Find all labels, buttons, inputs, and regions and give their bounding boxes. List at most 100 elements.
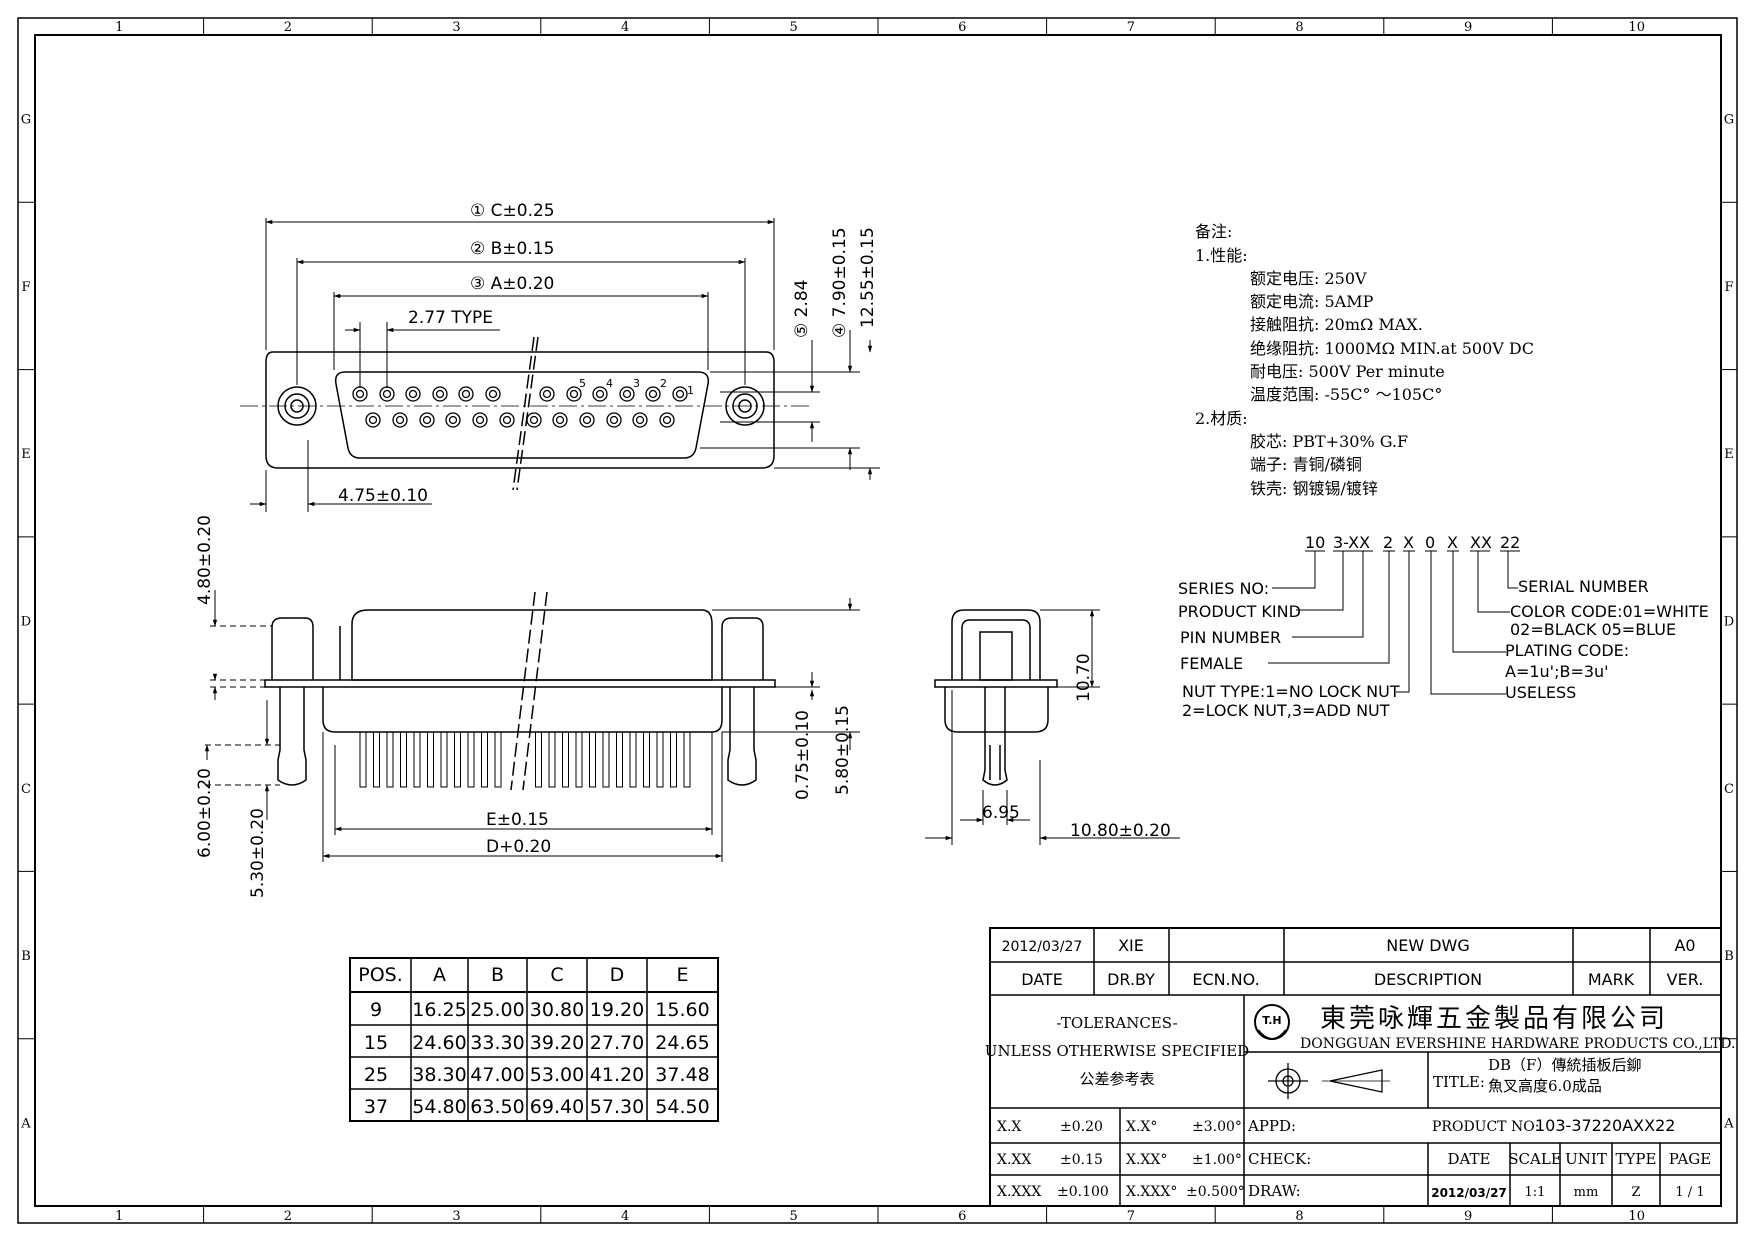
grid-row-label: E [21,447,31,462]
info-date-value: 2012/03/27 [1431,1186,1507,1200]
code-label-pin: PIN NUMBER [1180,628,1281,647]
table-header-cell: A [433,964,446,986]
dim-e-label: E±0.15 [486,810,549,830]
grid-column-label: 7 [1127,20,1135,35]
info-unit-value: mm [1574,1185,1599,1200]
dim-1080-label: 10.80±0.20 [1070,821,1171,841]
code-seg-female: 2 [1383,533,1393,552]
pin-socket-core [475,415,485,425]
pin-tail [481,731,488,788]
pin-socket [419,412,435,428]
grid-column-label: 8 [1295,1209,1303,1224]
code-seg-useless: 0 [1425,533,1435,552]
pin-socket [526,412,542,428]
notes-title: 备注: [1195,222,1232,241]
pin-socket [485,386,501,402]
pin-socket [365,412,381,428]
dim-a-label: ③ A±0.20 [470,274,554,294]
company-name-en: DONGGUAN EVERSHINE HARDWARE PRODUCTS CO.… [1300,1036,1735,1052]
grid-column-label: 4 [621,20,629,35]
code-label-plating: PLATING CODE: [1505,641,1629,660]
approved-label: APPD: [1247,1117,1296,1135]
pin-tail [683,731,691,788]
header-description: DESCRIPTION [1374,970,1482,989]
table-cell: 37.48 [655,1064,709,1086]
dim-284-label: ⑤ 2.84 [792,280,812,339]
dim-600-label: 6.00±0.20 [195,768,215,858]
header-mark: MARK [1588,970,1635,989]
info-unit-header: UNIT [1565,1150,1607,1168]
grid-row-label: D [21,615,31,630]
grid-column-label: 9 [1464,20,1472,35]
info-page-header: PAGE [1669,1150,1711,1168]
tol-3-value: ±0.100 [1057,1184,1109,1200]
info-type-value: Z [1631,1185,1640,1200]
table-header-cell: B [491,964,504,986]
info-scale-header: SCALE [1508,1150,1562,1168]
pin-tail [643,731,650,788]
dim-1070-label: 10.70 [1074,653,1094,702]
info-scale-value: 1:1 [1525,1185,1546,1200]
dim-475-label: 4.75±0.10 [338,486,428,506]
grid-column-label: 4 [621,1209,629,1224]
dim-b-label: ② B±0.15 [470,239,554,259]
pin-socket-core [582,415,592,425]
header-ecn: ECN.NO. [1192,970,1259,989]
pin-socket [352,386,368,402]
pin-tail [359,731,367,788]
code-label-color: COLOR CODE:01=WHITE [1510,602,1709,621]
pin-socket [539,386,555,402]
table-cell: 25 [364,1064,388,1086]
pin-socket-core [569,389,579,399]
end-dimensions [925,609,1180,845]
pin-socket [659,412,675,428]
note-terminal-material: 端子: 青铜/磷铜 [1250,455,1362,474]
table-header-cell: C [550,964,563,986]
pin-socket-core [675,389,685,399]
table-cell: 30.80 [530,999,584,1021]
code-seg-series: 10 [1305,533,1325,552]
pitch-label: 2.77 TYPE [408,308,493,328]
tol-1-angle: X.X° [1126,1119,1157,1135]
pin-label-1: 1 [687,384,694,397]
pin-socket [392,412,408,428]
top-view [240,336,812,491]
pin-socket-core [502,415,512,425]
grid-column-label: 1 [115,20,123,35]
pin-tail [467,731,475,788]
pin-tail [629,731,637,788]
top-dimensions [250,218,880,512]
pin-socket-core [595,389,605,399]
code-label-kind: PRODUCT KIND [1178,602,1301,621]
tolerance-title: -TOLERANCES- [1056,1014,1177,1032]
pin-tail [373,731,380,788]
table-header-cell: D [610,964,625,986]
part-code-legend: 10 3-XX 2 X 0 X XX 22 SERIES NO: PRODUCT… [1178,533,1709,720]
info-page-value: 1 / 1 [1675,1185,1704,1200]
title-field: TITLE: DB（F）傳統插板后鉚 魚叉高度6.0成品 [1433,1056,1641,1095]
grid-row-label: D [1724,615,1734,630]
pin-socket [579,412,595,428]
table-cell: 63.50 [470,1096,524,1118]
grid-column-label: 6 [958,20,966,35]
pin-number-labels: 5 4 3 2 1 [579,377,694,397]
grid-column-label: 5 [790,20,798,35]
pin-tail [454,731,461,788]
table-cell: 53.00 [530,1064,584,1086]
pin-socket [632,412,648,428]
drawn-label: DRAW: [1248,1182,1301,1200]
dim-075-label: 0.75±0.10 [793,710,813,800]
code-label-female: FEMALE [1180,654,1243,673]
title-label: TITLE: [1433,1073,1485,1091]
dim-530-label: 5.30±0.20 [248,808,268,898]
top-dimension-labels: ① C±0.25 ② B±0.15 ③ A±0.20 2.77 TYPE 4.7… [338,201,878,506]
pin-label-3: 3 [633,377,640,390]
table-cell: 54.50 [655,1096,709,1118]
tol-2-value: ±0.15 [1060,1152,1103,1168]
pin-tail [670,731,677,788]
tolerance-header: -TOLERANCES- UNLESS OTHERWISE SPECIFIED … [985,1014,1249,1088]
grid-column-label: 10 [1628,20,1645,35]
note-insulator-material: 胶芯: PBT+30% G.F [1250,432,1408,451]
grid-column-label: 2 [284,20,292,35]
